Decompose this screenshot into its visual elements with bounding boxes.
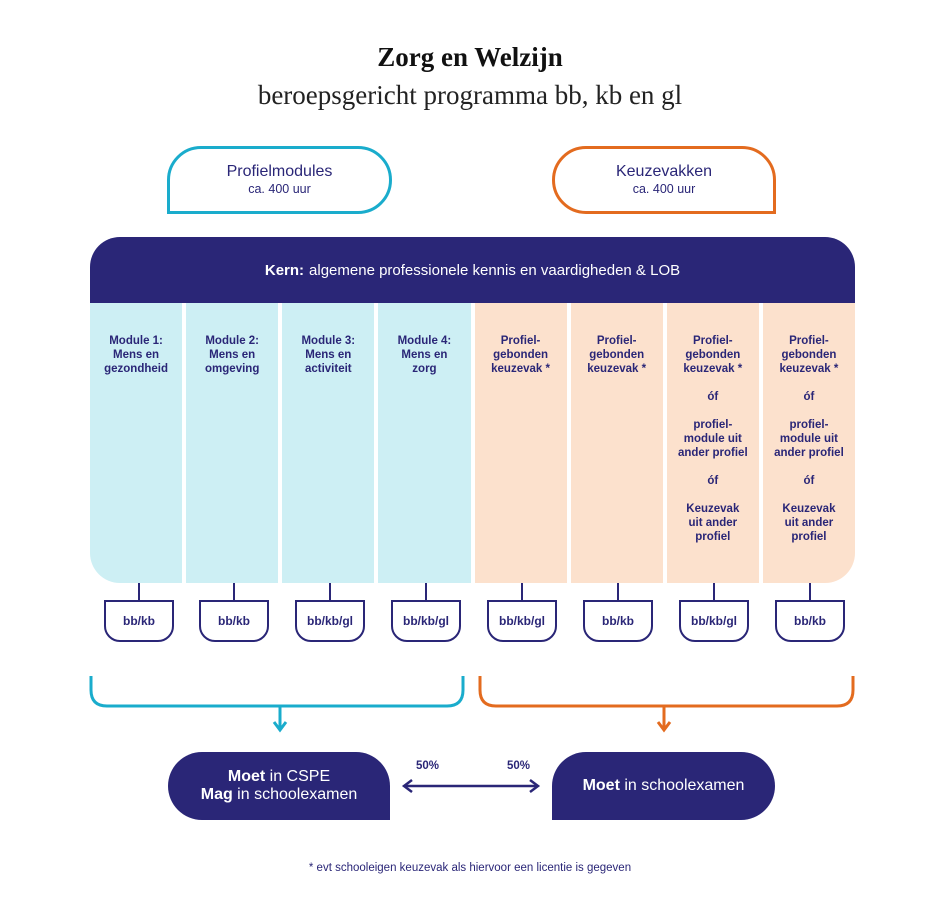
- or-text: óf: [803, 475, 815, 487]
- module-label: Module 2:: [205, 335, 260, 347]
- or-text: óf: [707, 475, 719, 487]
- module-text: Mens en gezondheid: [104, 349, 168, 375]
- or-text: óf: [803, 391, 815, 403]
- or-text: óf: [707, 391, 719, 403]
- keuzevak-column-1: Profiel- gebonden keuzevak *: [474, 303, 567, 583]
- columns-container: Module 1: Mens en gezondheid Module 2: M…: [90, 303, 855, 583]
- module-label: Module 1:: [109, 335, 163, 347]
- cspe-exam-box: Moet in CSPE Mag in schoolexamen: [168, 752, 390, 820]
- connector-stem: [425, 583, 427, 601]
- exam-text: in schoolexamen: [619, 777, 745, 794]
- profielmodules-arrow-head: [272, 721, 288, 733]
- level-badge: bb/kb/gl: [487, 600, 557, 642]
- module-column-2: Module 2: Mens en omgeving: [186, 303, 279, 583]
- keuzevak-column-4: Profiel- gebonden keuzevak * óf profiel-…: [762, 303, 855, 583]
- kern-label: Kern:: [264, 261, 305, 279]
- keuzevak-alt-text: profiel- module uit ander profiel: [774, 419, 844, 459]
- connector-stem: [233, 583, 235, 601]
- keuzevak-text: Profiel- gebonden keuzevak *: [683, 335, 743, 375]
- connector-stem: [138, 583, 140, 601]
- module-column-1: Module 1: Mens en gezondheid: [90, 303, 183, 583]
- keuzevak-column-3: Profiel- gebonden keuzevak * óf profiel-…: [666, 303, 759, 583]
- keuzevak-alt-text: Keuzevak uit ander profiel: [782, 503, 836, 543]
- kern-text: algemene professionele kennis en vaardig…: [309, 261, 681, 279]
- keuzevak-alt-text: profiel- module uit ander profiel: [677, 419, 748, 459]
- profielmodules-tab: Profielmodules ca. 400 uur: [167, 146, 392, 214]
- page-title: Zorg en Welzijn: [377, 42, 563, 72]
- module-text: Mens en activiteit: [304, 349, 352, 375]
- module-text: Mens en omgeving: [205, 349, 260, 375]
- level-badge: bb/kb: [583, 600, 653, 642]
- module-label: Module 3:: [301, 335, 356, 347]
- keuzevak-text: Profiel- gebonden keuzevak *: [491, 335, 550, 375]
- connector-stem: [809, 583, 811, 601]
- split-arrow-head-right: [529, 779, 541, 793]
- module-text: Mens en zorg: [401, 349, 448, 375]
- split-arrow-head-left: [401, 779, 413, 793]
- keuzevak-text: Profiel- gebonden keuzevak *: [587, 335, 647, 375]
- exam-bold: Mag: [200, 786, 233, 803]
- level-badge: bb/kb: [104, 600, 174, 642]
- connector-stem: [521, 583, 523, 601]
- page-subtitle: beroepsgericht programma bb, kb en gl: [257, 80, 683, 110]
- kern-bar: Kern: algemene professionele kennis en v…: [90, 237, 855, 303]
- level-badge: bb/kb: [199, 600, 269, 642]
- level-badge: bb/kb/gl: [391, 600, 461, 642]
- schoolexamen-box: Moet in schoolexamen: [552, 752, 775, 820]
- keuzevakken-arrow-head: [656, 721, 672, 733]
- keuzevakken-title: Keuzevakken: [615, 163, 713, 180]
- connector-stem: [329, 583, 331, 601]
- keuzevakken-bracket: [478, 676, 855, 708]
- connector-stem: [617, 583, 619, 601]
- module-column-3: Module 3: Mens en activiteit: [282, 303, 375, 583]
- module-label: Module 4:: [397, 335, 452, 347]
- keuzevak-alt-text: Keuzevak uit ander profiel: [686, 503, 740, 543]
- profielmodules-title: Profielmodules: [226, 163, 333, 180]
- connector-stem: [713, 583, 715, 601]
- level-badge: bb/kb/gl: [679, 600, 749, 642]
- level-badge: bb/kb: [775, 600, 845, 642]
- level-badge: bb/kb/gl: [295, 600, 365, 642]
- footnote: * evt schooleigen keuzevak als hiervoor …: [308, 862, 632, 874]
- exam-bold: Moet: [227, 768, 266, 785]
- profielmodules-bracket: [89, 676, 465, 708]
- keuzevak-text: Profiel- gebonden keuzevak *: [779, 335, 839, 375]
- percentage-left: 50%: [416, 760, 440, 772]
- keuzevakken-tab: Keuzevakken ca. 400 uur: [552, 146, 776, 214]
- module-column-4: Module 4: Mens en zorg: [378, 303, 471, 583]
- exam-text: in schoolexamen: [232, 786, 358, 803]
- exam-bold: Moet: [582, 777, 620, 794]
- profielmodules-hours: ca. 400 uur: [248, 182, 311, 196]
- percentage-right: 50%: [507, 760, 531, 772]
- keuzevakken-hours: ca. 400 uur: [632, 182, 696, 196]
- exam-text: in CSPE: [265, 768, 331, 785]
- keuzevak-column-2: Profiel- gebonden keuzevak *: [570, 303, 663, 583]
